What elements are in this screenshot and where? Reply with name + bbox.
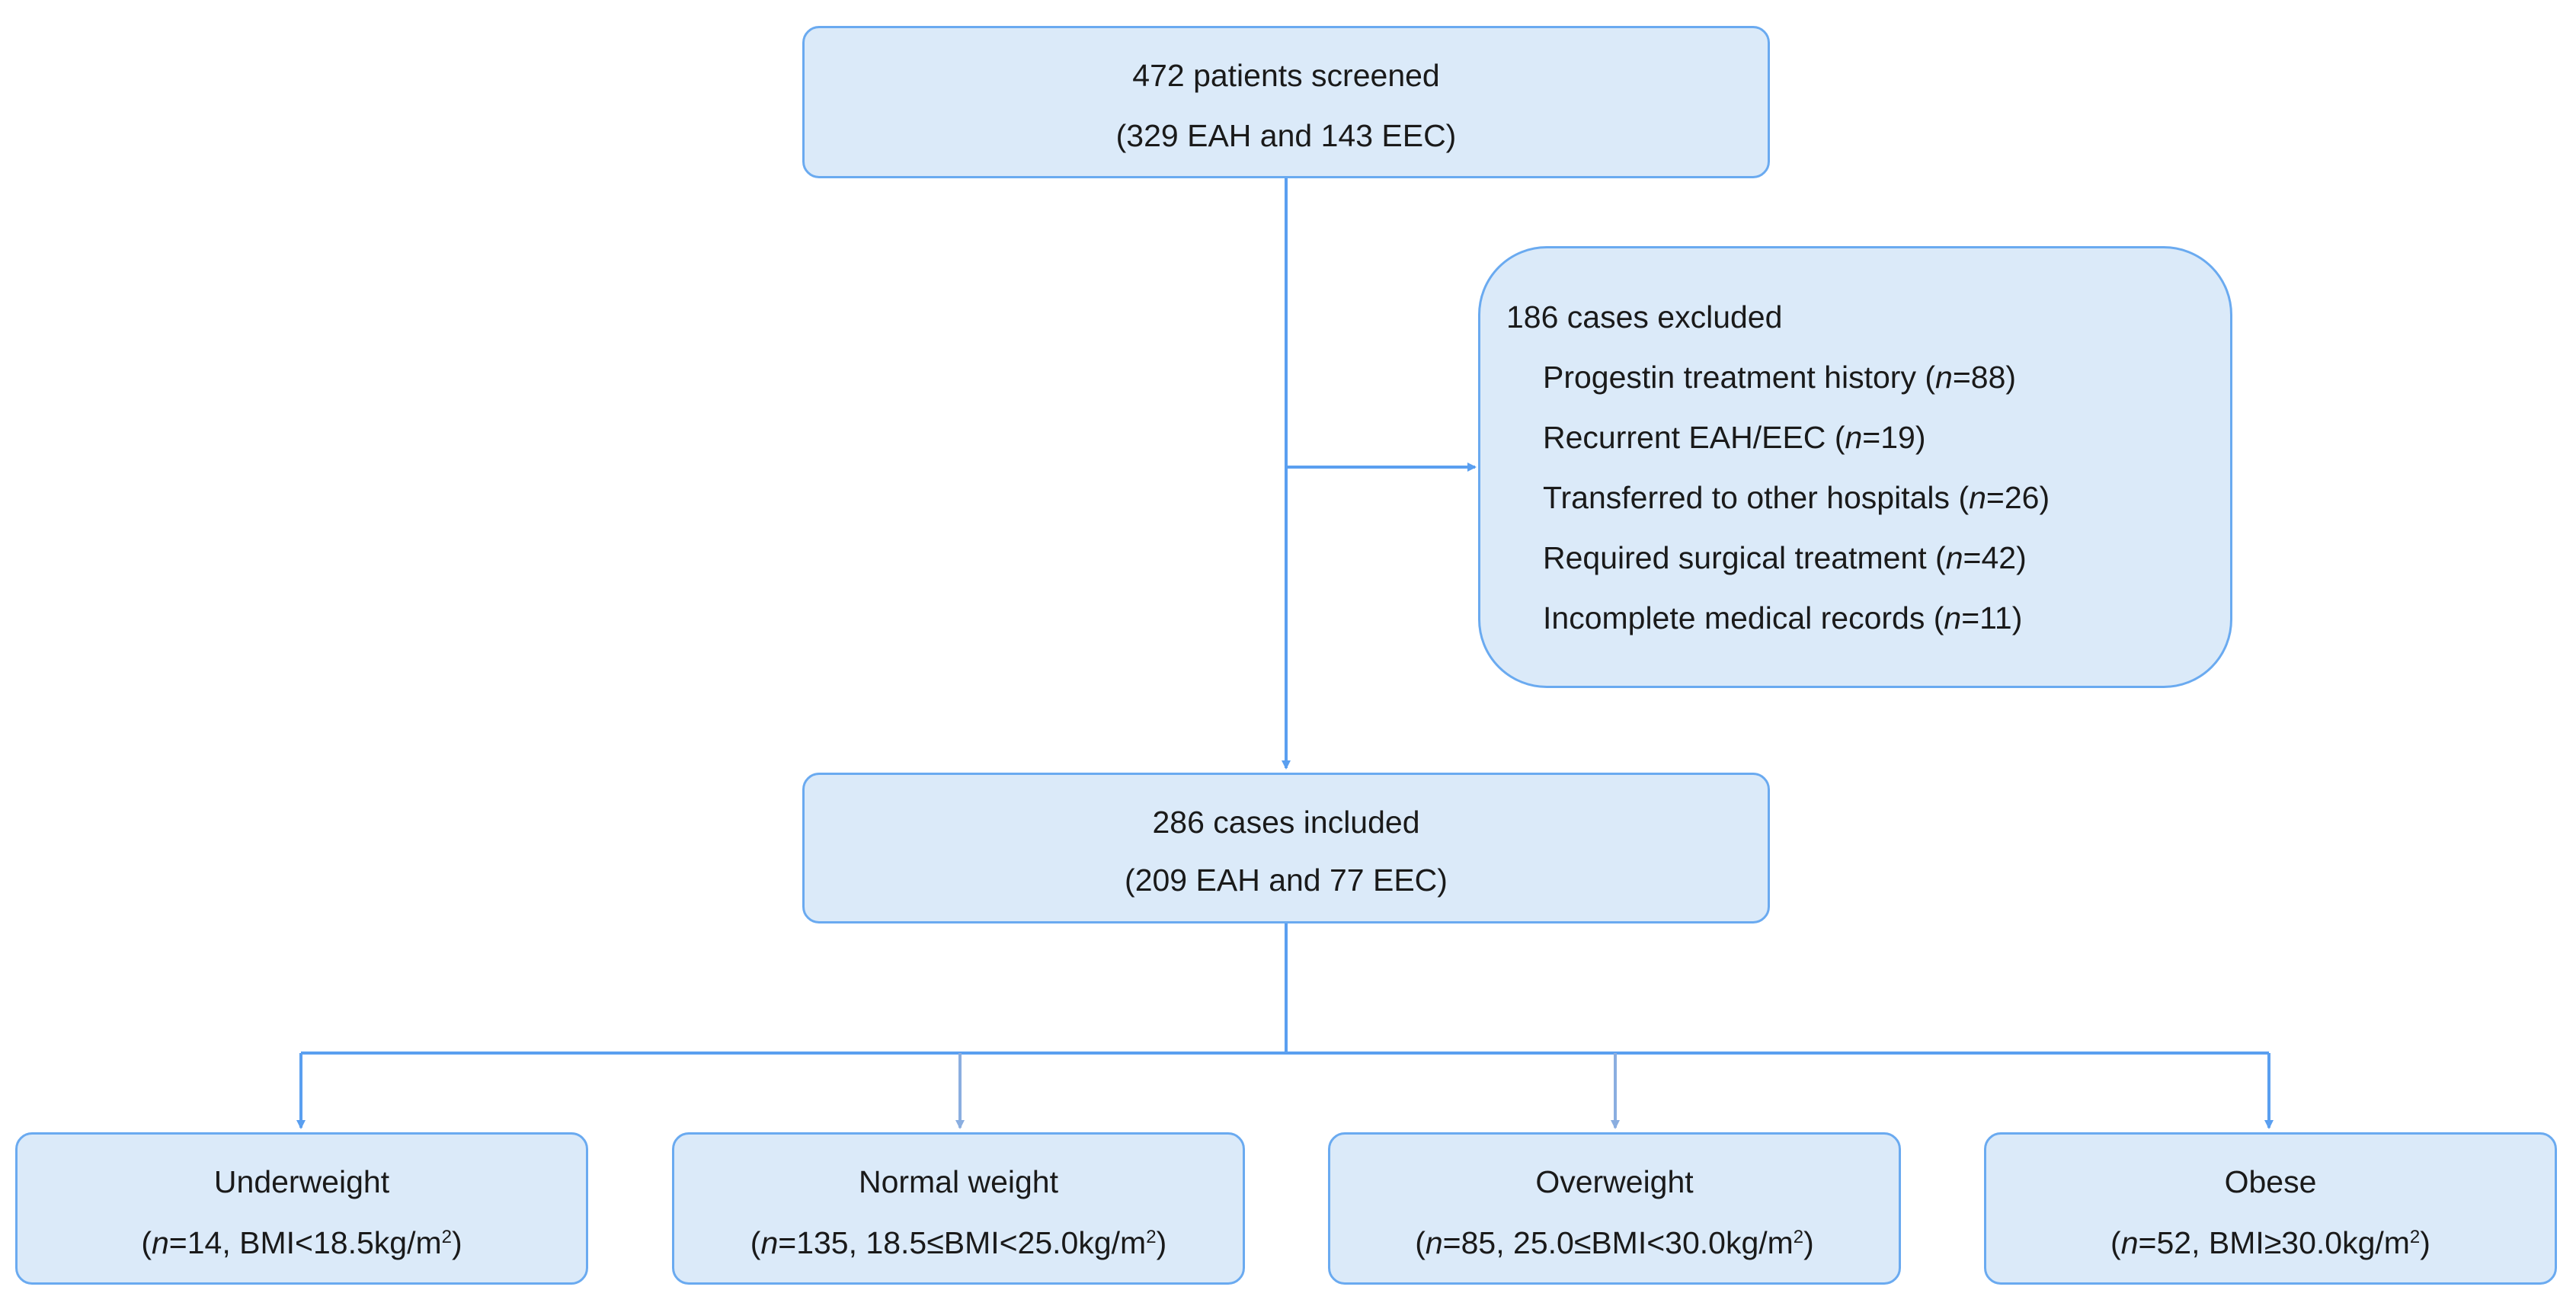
group-box-obese: Obese (n=52, BMI≥30.0kg/m2) (1984, 1132, 2557, 1285)
exclusion-reason: Recurrent EAH/EEC (n=19) (1543, 420, 1926, 455)
excluded-title: 186 cases excluded (1506, 299, 1783, 335)
group-criteria: (n=52, BMI≥30.0kg/m2) (2110, 1225, 2430, 1260)
group-criteria: (n=85, 25.0≤BMI<30.0kg/m2) (1415, 1225, 1814, 1260)
exclusion-reason: Incomplete medical records (n=11) (1543, 600, 2023, 635)
included-count: 286 cases included (1152, 805, 1420, 840)
group-name: Obese (2224, 1164, 2317, 1199)
screened-box: 472 patients screened (329 EAH and 143 E… (802, 26, 1770, 178)
group-name: Overweight (1535, 1164, 1694, 1199)
group-criteria: (n=14, BMI<18.5kg/m2) (141, 1225, 462, 1260)
exclusion-reason: Progestin treatment history (n=88) (1543, 360, 2017, 395)
screened-breakdown: (329 EAH and 143 EEC) (1115, 118, 1457, 153)
excluded-box: 186 cases excluded Progestin treatment h… (1478, 246, 2232, 688)
group-box-underweight: Underweight (n=14, BMI<18.5kg/m2) (15, 1132, 588, 1285)
group-criteria: (n=135, 18.5≤BMI<25.0kg/m2) (750, 1225, 1167, 1260)
included-box: 286 cases included (209 EAH and 77 EEC) (802, 773, 1770, 923)
group-box-normal-weight: Normal weight (n=135, 18.5≤BMI<25.0kg/m2… (672, 1132, 1245, 1285)
exclusion-reason: Required surgical treatment (n=42) (1543, 540, 2027, 575)
group-box-overweight: Overweight (n=85, 25.0≤BMI<30.0kg/m2) (1328, 1132, 1901, 1285)
screened-count: 472 patients screened (1132, 58, 1440, 93)
included-breakdown: (209 EAH and 77 EEC) (1125, 863, 1448, 898)
group-name: Normal weight (858, 1164, 1059, 1199)
group-name: Underweight (213, 1164, 390, 1199)
exclusion-reason: Transferred to other hospitals (n=26) (1543, 480, 2050, 515)
